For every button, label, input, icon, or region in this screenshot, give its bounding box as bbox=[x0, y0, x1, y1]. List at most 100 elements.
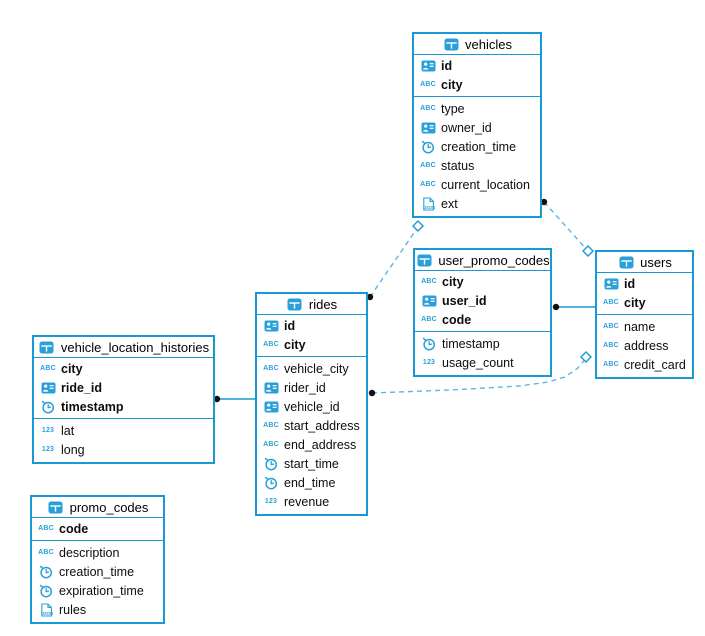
column-row-id[interactable]: id bbox=[257, 316, 366, 335]
columns-section: 123 lat 123 long bbox=[34, 419, 213, 462]
table-icon bbox=[415, 254, 433, 267]
columns-section: ABC description creation_time expiration… bbox=[32, 541, 163, 622]
column-row-rider_id[interactable]: rider_id bbox=[257, 378, 366, 397]
column-row-city[interactable]: ABC city bbox=[421, 274, 464, 289]
relation-endpoint-dot bbox=[552, 303, 560, 311]
table-icon bbox=[38, 341, 56, 354]
column-row-vehicle_id[interactable]: vehicle_id bbox=[257, 397, 366, 416]
table-title: vehicles bbox=[465, 36, 512, 52]
abc-text-icon: ABC bbox=[263, 422, 279, 429]
table-header[interactable]: rides bbox=[257, 294, 366, 315]
table-users[interactable]: users id ABC city ABC name ABC address A… bbox=[595, 250, 694, 379]
table-icon bbox=[286, 298, 304, 311]
table-header[interactable]: user_promo_codes bbox=[415, 250, 550, 271]
table-icon bbox=[47, 501, 65, 514]
abc-text-icon: ABC bbox=[603, 299, 619, 306]
abc-text-icon: ABC bbox=[603, 342, 619, 349]
table-vehicles[interactable]: vehicles id ABC city ABC type owner_id c… bbox=[412, 32, 542, 218]
column-row-ride_id[interactable]: ride_id bbox=[34, 378, 213, 397]
relation-line-rides-to-users[interactable] bbox=[371, 357, 587, 394]
column-row-ext[interactable]: JSON ext bbox=[414, 194, 540, 213]
table-header[interactable]: vehicles bbox=[414, 34, 540, 55]
column-row-status[interactable]: ABC status bbox=[420, 158, 475, 173]
columns-section: ABC vehicle_city rider_id vehicle_id ABC… bbox=[257, 357, 366, 514]
id-badge-icon bbox=[39, 382, 57, 394]
svg-text:JSON: JSON bbox=[41, 610, 52, 615]
column-row-lat[interactable]: 123 lat bbox=[34, 421, 213, 440]
column-row-usage_count[interactable]: 123 usage_count bbox=[415, 353, 550, 372]
clock-icon bbox=[37, 584, 55, 598]
column-row-owner_id[interactable]: owner_id bbox=[414, 118, 540, 137]
json-icon: JSON bbox=[37, 602, 55, 617]
abc-text-icon: ABC bbox=[603, 361, 619, 368]
table-user_promo_codes[interactable]: user_promo_codes ABC city user_id ABC co… bbox=[413, 248, 552, 377]
abc-text-icon: ABC bbox=[263, 441, 279, 448]
abc-text-icon: ABC bbox=[40, 365, 56, 372]
key-columns-section: ABC city user_id ABC code bbox=[415, 271, 550, 332]
key-columns-section: id ABC city bbox=[257, 315, 366, 357]
table-header[interactable]: vehicle_location_histories bbox=[34, 337, 213, 358]
column-row-end_address[interactable]: ABC end_address bbox=[263, 437, 357, 452]
column-row-end_time[interactable]: end_time bbox=[257, 473, 366, 492]
table-icon bbox=[442, 38, 460, 51]
column-row-code[interactable]: ABC code bbox=[38, 521, 89, 536]
column-row-city[interactable]: ABC city bbox=[603, 295, 646, 310]
key-columns-section: id ABC city bbox=[597, 273, 692, 315]
table-vehicle_location_histories[interactable]: vehicle_location_histories ABC city ride… bbox=[32, 335, 215, 464]
column-row-city[interactable]: ABC city bbox=[420, 77, 463, 92]
id-badge-icon bbox=[262, 382, 280, 394]
column-row-expiration_time[interactable]: expiration_time bbox=[32, 581, 163, 600]
column-row-timestamp[interactable]: timestamp bbox=[34, 397, 213, 416]
column-row-creation_time[interactable]: creation_time bbox=[32, 562, 163, 581]
clock-icon bbox=[419, 140, 437, 154]
id-badge-icon bbox=[420, 295, 438, 307]
table-rides[interactable]: rides id ABC city ABC vehicle_city rider… bbox=[255, 292, 368, 516]
column-row-start_address[interactable]: ABC start_address bbox=[263, 418, 360, 433]
columns-section: ABC name ABC address ABC credit_card bbox=[597, 315, 692, 377]
column-row-type[interactable]: ABC type bbox=[420, 101, 465, 116]
column-row-revenue[interactable]: 123 revenue bbox=[257, 492, 366, 511]
columns-section: ABC type owner_id creation_time ABC stat… bbox=[414, 97, 540, 216]
id-badge-icon bbox=[262, 401, 280, 413]
numeric-123-icon: 123 bbox=[422, 359, 436, 366]
column-row-id[interactable]: id bbox=[414, 56, 540, 75]
relation-endpoint-diamond bbox=[582, 245, 594, 257]
relation-endpoint-dot bbox=[213, 395, 221, 403]
column-row-long[interactable]: 123 long bbox=[34, 440, 213, 459]
key-columns-section: ABC code bbox=[32, 518, 163, 541]
clock-icon bbox=[420, 337, 438, 351]
column-row-name[interactable]: ABC name bbox=[603, 319, 656, 334]
column-row-code[interactable]: ABC code bbox=[421, 312, 472, 327]
abc-text-icon: ABC bbox=[420, 105, 436, 112]
table-header[interactable]: promo_codes bbox=[32, 497, 163, 518]
column-row-timestamp[interactable]: timestamp bbox=[415, 334, 550, 353]
abc-text-icon: ABC bbox=[38, 525, 54, 532]
column-row-city[interactable]: ABC city bbox=[40, 361, 83, 376]
table-title: user_promo_codes bbox=[438, 252, 550, 268]
column-row-id[interactable]: id bbox=[597, 274, 692, 293]
numeric-123-icon: 123 bbox=[41, 446, 55, 453]
column-row-user_id[interactable]: user_id bbox=[415, 291, 550, 310]
column-row-credit_card[interactable]: ABC credit_card bbox=[603, 357, 686, 372]
column-row-address[interactable]: ABC address bbox=[603, 338, 669, 353]
id-badge-icon bbox=[602, 278, 620, 290]
column-row-city[interactable]: ABC city bbox=[263, 337, 306, 352]
relation-line-vehicles-to-users[interactable] bbox=[543, 201, 589, 252]
table-title: promo_codes bbox=[69, 499, 149, 515]
column-row-rules[interactable]: JSON rules bbox=[32, 600, 163, 619]
key-columns-section: ABC city ride_id timestamp bbox=[34, 358, 213, 419]
column-row-creation_time[interactable]: creation_time bbox=[414, 137, 540, 156]
clock-icon bbox=[37, 565, 55, 579]
column-row-vehicle_city[interactable]: ABC vehicle_city bbox=[263, 361, 349, 376]
column-row-start_time[interactable]: start_time bbox=[257, 454, 366, 473]
relation-endpoint-diamond bbox=[412, 220, 424, 232]
column-row-current_location[interactable]: ABC current_location bbox=[420, 177, 530, 192]
column-row-description[interactable]: ABC description bbox=[38, 545, 120, 560]
relation-line-rides-to-vehicles[interactable] bbox=[369, 226, 419, 298]
table-promo_codes[interactable]: promo_codes ABC code ABC description cre… bbox=[30, 495, 165, 624]
relation-endpoint-dot bbox=[368, 389, 376, 397]
table-title: vehicle_location_histories bbox=[60, 339, 210, 355]
table-header[interactable]: users bbox=[597, 252, 692, 273]
